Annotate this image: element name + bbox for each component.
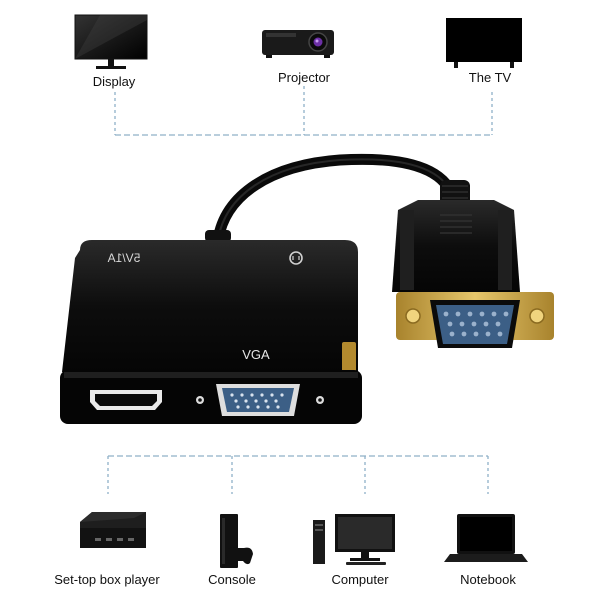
device-label-set-top-box: Set-top box player: [54, 572, 160, 587]
tv-icon: [446, 18, 522, 68]
laptop-icon: [444, 514, 528, 562]
device-label-notebook: Notebook: [460, 572, 516, 587]
monitor-icon: [74, 14, 148, 69]
set-top-box-icon: [80, 512, 146, 548]
bottom-connector-lines: [107, 455, 489, 494]
top-connector-lines: [114, 86, 493, 136]
vga-male-plug: [392, 200, 554, 348]
vga-port-label: VGA: [242, 347, 270, 362]
adapter-body: [60, 240, 362, 424]
power-marking: 5V/1A: [108, 251, 141, 265]
game-console-icon: [220, 514, 253, 568]
projector-icon: [262, 30, 334, 58]
device-label-display: Display: [92, 74, 136, 89]
device-label-computer: Computer: [331, 572, 389, 587]
device-label-projector: Projector: [277, 70, 331, 85]
device-label-tv: The TV: [468, 70, 512, 85]
device-label-console: Console: [208, 572, 256, 587]
desktop-computer-icon: [313, 514, 395, 565]
